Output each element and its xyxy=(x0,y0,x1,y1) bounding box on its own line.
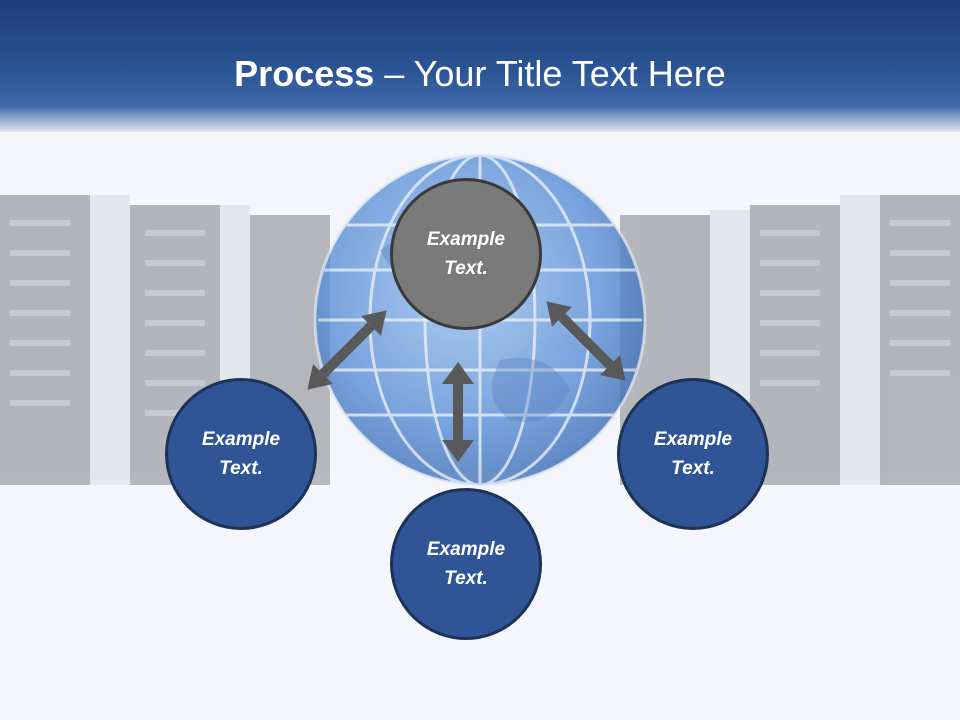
arrow-vertical-icon xyxy=(442,362,474,462)
node-top: Example Text. xyxy=(390,178,542,330)
title-rest: Your Title Text Here xyxy=(413,53,726,94)
node-bottom: Example Text. xyxy=(390,488,542,640)
node-bottom-label: Example Text. xyxy=(426,539,506,589)
node-left-label: Example Text. xyxy=(201,429,281,479)
node-right-label: Example Text. xyxy=(653,429,733,479)
arrow-right-diagonal-icon xyxy=(546,301,626,381)
node-top-label: Example Text. xyxy=(426,229,506,279)
title-dash: – xyxy=(374,53,414,94)
arrows xyxy=(307,301,626,462)
arrow-left-diagonal-icon xyxy=(307,310,387,390)
node-left: Example Text. xyxy=(165,378,317,530)
title-bold: Process xyxy=(234,53,375,94)
page-title: Process – Your Title Text Here xyxy=(0,52,960,96)
node-right: Example Text. xyxy=(617,378,769,530)
header-banner xyxy=(0,0,960,132)
